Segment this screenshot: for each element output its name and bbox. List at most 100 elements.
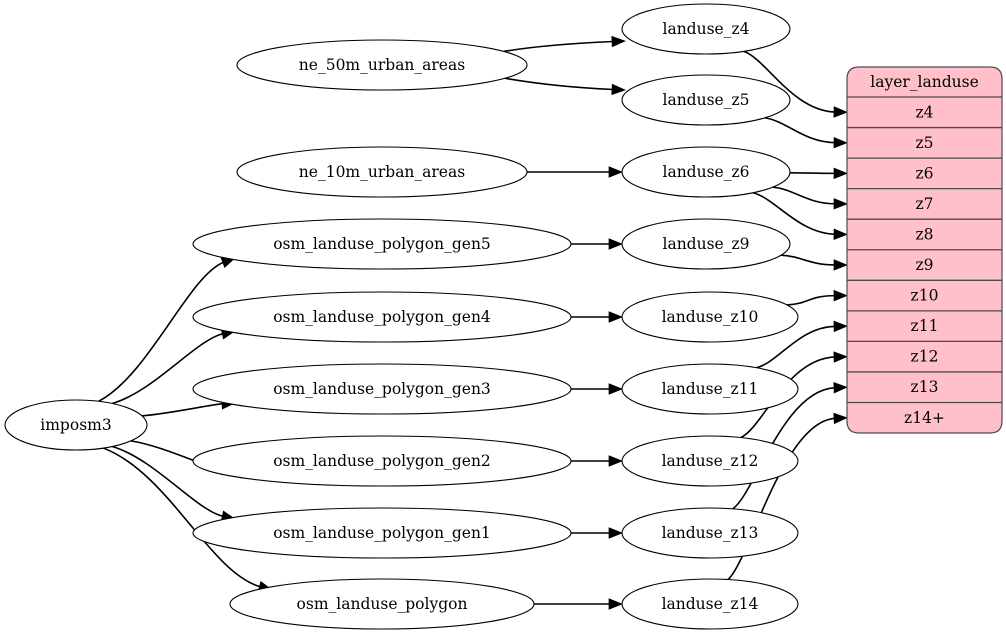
table-cell-label-z5: z5 <box>915 134 933 152</box>
edge-landuse_z6-to-row-z8 <box>752 191 836 236</box>
edge-ne50m-to-landuse_z5 <box>504 77 614 91</box>
node-landuse_z6[interactable]: landuse_z6 <box>621 146 791 198</box>
node-label-landuse_z6: landuse_z6 <box>663 163 750 181</box>
edge-arrowhead <box>833 382 848 394</box>
edge-arrowhead <box>833 167 848 180</box>
edge-arrowhead <box>608 166 623 178</box>
table-cell-label-z4: z4 <box>915 103 933 121</box>
node-label-ne_10m_urban_areas: ne_10m_urban_areas <box>299 163 465 181</box>
node-landuse_z10[interactable]: landuse_z10 <box>621 291 799 343</box>
node-osm_landuse_polygon[interactable]: osm_landuse_polygon <box>229 578 535 630</box>
layer-table-title: layer_landuse <box>870 73 979 91</box>
edge-landuse_z11-to-row-z11 <box>756 325 836 369</box>
edge-arrowhead <box>608 527 623 539</box>
edge-landuse_z9-to-row-z9 <box>781 254 836 266</box>
node-label-landuse_z13: landuse_z13 <box>662 524 759 542</box>
edge-landuse_z6-to-row-z7 <box>772 186 836 205</box>
node-osm_landuse_polygon_gen4[interactable]: osm_landuse_polygon_gen4 <box>192 291 572 343</box>
node-label-landuse_z5: landuse_z5 <box>663 91 750 109</box>
node-ellipse-shape <box>192 363 572 415</box>
edge-arrowhead <box>608 311 623 323</box>
edge-arrowhead <box>833 136 848 149</box>
table-cell-label-z10: z10 <box>911 287 939 305</box>
node-label-imposm3: imposm3 <box>40 416 111 434</box>
node-ellipse-shape <box>621 363 799 415</box>
node-label-osm_landuse_polygon_gen1: osm_landuse_polygon_gen1 <box>273 524 491 542</box>
node-ellipse-shape <box>621 146 791 198</box>
node-ellipse-shape <box>621 218 791 270</box>
table-cell-label-z11: z11 <box>911 317 939 335</box>
table-cell-label-z8: z8 <box>915 225 933 243</box>
node-ellipse-shape <box>229 578 535 630</box>
node-osm_landuse_polygon_gen1[interactable]: osm_landuse_polygon_gen1 <box>192 507 572 559</box>
edge-arrowhead <box>833 198 848 210</box>
node-ellipse-shape <box>621 578 799 630</box>
node-ellipse-shape <box>621 74 791 126</box>
node-label-osm_landuse_polygon_gen3: osm_landuse_polygon_gen3 <box>273 380 491 398</box>
node-ellipse-shape <box>621 507 799 559</box>
node-label-landuse_z12: landuse_z12 <box>662 452 759 470</box>
table-cell-label-z9: z9 <box>915 256 933 274</box>
node-label-landuse_z10: landuse_z10 <box>662 308 759 326</box>
node-ellipse-shape <box>236 146 528 198</box>
node-landuse_z12[interactable]: landuse_z12 <box>621 435 799 487</box>
node-label-osm_landuse_polygon_gen2: osm_landuse_polygon_gen2 <box>273 452 491 470</box>
table-cell-label-z13: z13 <box>911 378 939 396</box>
node-landuse_z5[interactable]: landuse_z5 <box>621 74 791 126</box>
node-label-ne_50m_urban_areas: ne_50m_urban_areas <box>299 56 465 74</box>
node-ellipse-shape <box>236 39 528 91</box>
edge-imposm3-to-osm_landuse_polygon_gen4 <box>112 332 224 405</box>
layer-landuse-table: z4 z5 z6 z7 z8 z9 z10 z11 z12 z13 z14+ layer_landus… <box>846 66 1003 434</box>
node-osm_landuse_polygon_gen5[interactable]: osm_landuse_polygon_gen5 <box>192 218 572 270</box>
edge-arrowhead <box>608 598 623 610</box>
edge-landuse_z10-to-row-z10 <box>787 294 836 306</box>
edge-arrowhead <box>833 412 848 425</box>
edge-imposm3-to-osm_landuse_polygon_gen1 <box>112 445 224 518</box>
edge-arrowhead <box>833 228 848 240</box>
node-landuse_z13[interactable]: landuse_z13 <box>621 507 799 559</box>
edge-imposm3-to-osm_landuse_polygon_gen3 <box>142 402 224 417</box>
node-ellipse-shape <box>192 218 572 270</box>
table-cell-label-z14+: z14+ <box>904 409 945 427</box>
edge-arrowhead <box>608 455 623 467</box>
node-imposm3[interactable]: imposm3 <box>4 399 148 451</box>
edge-landuse_z6-to-row-z6 <box>789 172 836 175</box>
node-ellipse-shape <box>621 3 791 55</box>
nodes-layer: imposm3 ne_50m_urban_areas ne_10m_urban_ar… <box>4 3 799 630</box>
node-label-osm_landuse_polygon_gen5: osm_landuse_polygon_gen5 <box>273 235 491 253</box>
node-ellipse-shape <box>621 291 799 343</box>
node-ellipse-shape <box>192 507 572 559</box>
node-ellipse-shape <box>192 291 572 343</box>
edge-landuse_z14-to-row-z14+ <box>727 417 836 581</box>
node-landuse_z4[interactable]: landuse_z4 <box>621 3 791 55</box>
edge-arrowhead <box>833 106 848 118</box>
edge-arrowhead <box>611 83 626 96</box>
node-osm_landuse_polygon_gen2[interactable]: osm_landuse_polygon_gen2 <box>192 435 572 487</box>
node-landuse_z14[interactable]: landuse_z14 <box>621 578 799 630</box>
table-cell-label-z7: z7 <box>915 195 933 213</box>
table-cell-label-z12: z12 <box>911 348 939 366</box>
table-cell-label-z6: z6 <box>915 164 933 182</box>
node-ellipse-shape <box>192 435 572 487</box>
edge-landuse_z5-to-row-z5 <box>764 117 836 144</box>
node-label-landuse_z9: landuse_z9 <box>663 235 750 253</box>
edge-imposm3-to-osm_landuse_polygon <box>103 447 262 588</box>
edge-arrowhead <box>833 289 848 302</box>
node-ellipse-shape <box>621 435 799 487</box>
node-label-landuse_z4: landuse_z4 <box>663 20 750 38</box>
node-label-landuse_z14: landuse_z14 <box>662 595 759 613</box>
edge-arrowhead <box>611 35 626 48</box>
node-landuse_z9[interactable]: landuse_z9 <box>621 218 791 270</box>
edge-arrowhead <box>833 351 848 363</box>
node-ellipse-shape <box>4 399 148 451</box>
node-osm_landuse_polygon_gen3[interactable]: osm_landuse_polygon_gen3 <box>192 363 572 415</box>
node-label-osm_landuse_polygon: osm_landuse_polygon <box>297 595 468 613</box>
node-landuse_z11[interactable]: landuse_z11 <box>621 363 799 415</box>
edge-landuse_z4-to-row-z4 <box>743 50 836 113</box>
edge-arrowhead <box>608 238 623 250</box>
node-ne_10m_urban_areas[interactable]: ne_10m_urban_areas <box>236 146 528 198</box>
edge-arrowhead <box>608 383 623 395</box>
edge-arrowhead <box>833 320 848 333</box>
node-ne_50m_urban_areas[interactable]: ne_50m_urban_areas <box>236 39 528 91</box>
